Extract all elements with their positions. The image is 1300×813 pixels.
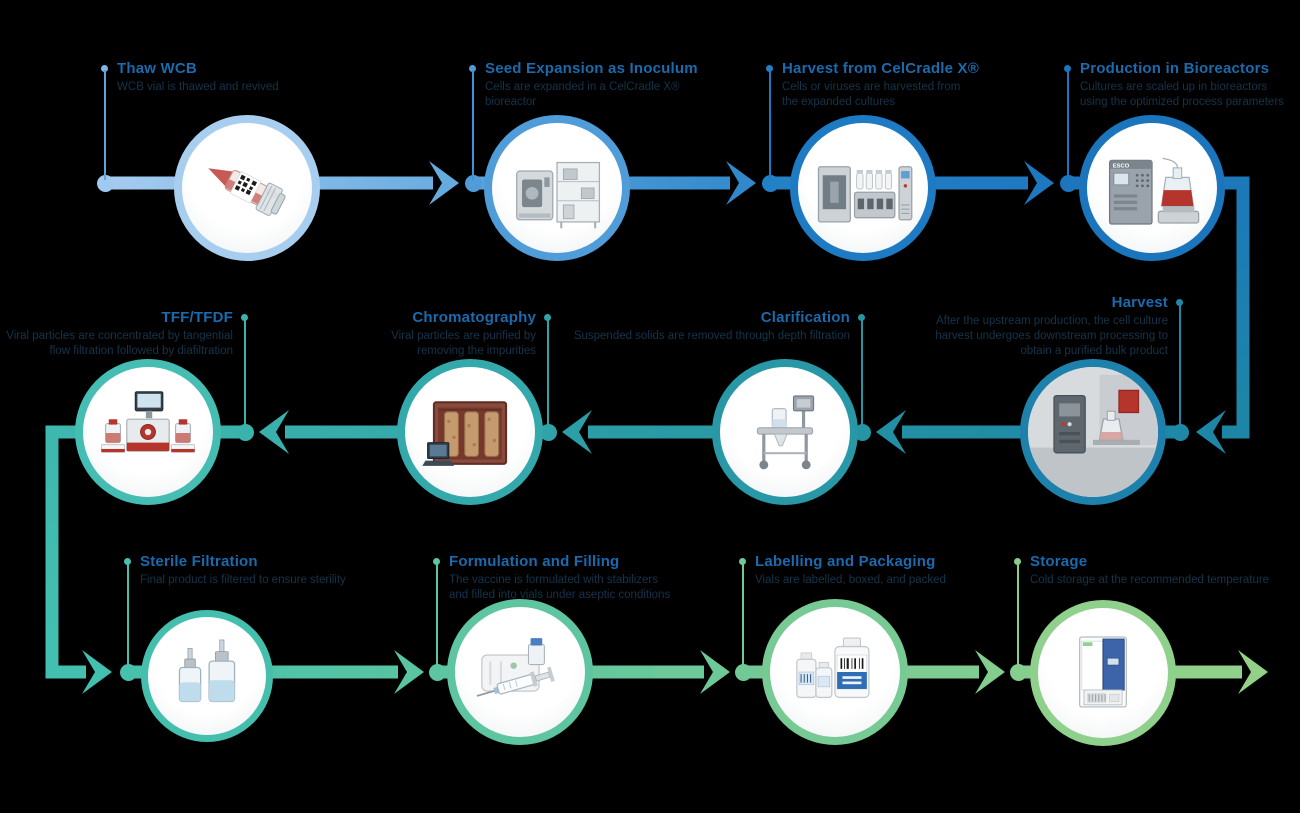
flow-node-dot xyxy=(429,664,446,681)
flow-node-dot xyxy=(735,664,752,681)
title-connector-line xyxy=(769,70,771,180)
title-connector-dot xyxy=(1176,299,1183,306)
step-desc: After the upstream production, the cell … xyxy=(935,315,1168,357)
step-title: Harvest from CelCradle X® xyxy=(782,60,979,77)
title-connector-dot xyxy=(1064,65,1071,72)
step-title: TFF/TFDF xyxy=(161,309,233,326)
title-connector-dot xyxy=(101,65,108,72)
title-connector-line xyxy=(436,563,438,669)
flow-node-dot xyxy=(1172,424,1189,441)
step-desc: Cold storage at the recommended temperat… xyxy=(1030,574,1270,586)
step-circle-labelling-packaging xyxy=(762,599,908,745)
step-label-production-bioreactors: Production in Bioreactors Cultures are s… xyxy=(1080,61,1284,110)
title-connector-dot xyxy=(858,314,865,321)
step-label-formulation-filling: Formulation and Filling The vaccine is f… xyxy=(449,554,670,603)
step-circle-tff-tfdf xyxy=(75,359,221,505)
title-connector-dot xyxy=(1014,558,1021,565)
step-title: Sterile Filtration xyxy=(140,553,258,570)
clarification-cart-illustration xyxy=(756,395,815,470)
step-title: Clarification xyxy=(760,309,850,326)
title-connector-line xyxy=(472,70,474,180)
step-circle-sterile-filtration xyxy=(141,610,273,742)
step-circle-formulation-filling xyxy=(447,599,593,745)
step-circle-harvest-celcradle xyxy=(790,115,936,261)
filling-kit-illustration xyxy=(476,638,555,697)
step-desc: Suspended solids are removed through dep… xyxy=(573,330,850,342)
flow-node-dot xyxy=(97,175,114,192)
step-desc: Vials are labelled, boxed, and packed xyxy=(755,574,946,586)
title-connector-line xyxy=(104,70,106,180)
title-connector-line xyxy=(1179,304,1181,428)
step-title: Storage xyxy=(1030,553,1088,570)
title-connector-line xyxy=(742,563,744,669)
lab-freezer-illustration xyxy=(1079,636,1127,708)
flow-node-dot xyxy=(1060,175,1077,192)
step-title: Thaw WCB xyxy=(117,60,197,77)
title-connector-dot xyxy=(241,314,248,321)
step-label-chromatography: Chromatography Viral particles are purif… xyxy=(391,310,536,359)
step-label-labelling-packaging: Labelling and Packaging Vials are labell… xyxy=(755,554,946,588)
step-circle-chromatography xyxy=(397,359,543,505)
step-circle-clarification xyxy=(712,359,858,505)
step-circle-storage xyxy=(1030,600,1176,746)
harvest-room-illustration xyxy=(1028,367,1158,497)
step-desc: Viral particles are concentrated by tang… xyxy=(6,330,233,357)
step-desc: Cultures are scaled up in bioreactors us… xyxy=(1080,81,1284,108)
flow-node-dot xyxy=(120,664,137,681)
step-circle-seed-expansion xyxy=(484,115,630,261)
title-connector-dot xyxy=(433,558,440,565)
title-connector-dot xyxy=(766,65,773,72)
labelled-bottles-illustration xyxy=(796,637,870,699)
tff-system-illustration xyxy=(100,391,196,453)
step-title: Formulation and Filling xyxy=(449,553,620,570)
step-title: Seed Expansion as Inoculum xyxy=(485,60,698,77)
step-title: Chromatography xyxy=(412,309,536,326)
title-connector-dot xyxy=(544,314,551,321)
step-title: Labelling and Packaging xyxy=(755,553,936,570)
title-connector-dot xyxy=(739,558,746,565)
step-label-clarification: Clarification Suspended solids are remov… xyxy=(574,310,850,344)
step-circle-harvest xyxy=(1020,359,1166,505)
step-title: Production in Bioreactors xyxy=(1080,60,1270,77)
title-connector-line xyxy=(861,319,863,428)
step-desc: Viral particles are purified by removing… xyxy=(391,330,536,357)
step-label-sterile-filtration: Sterile Filtration Final product is filt… xyxy=(140,554,346,588)
step-desc: Cells or viruses are harvested from the … xyxy=(782,81,961,108)
step-desc: Final product is filtered to ensure ster… xyxy=(140,574,346,586)
flow-node-dot xyxy=(465,175,482,192)
cryovial-illustration xyxy=(208,168,286,216)
step-desc: WCB vial is thawed and revived xyxy=(117,81,279,93)
flow-node-dot xyxy=(540,424,557,441)
flow-node-dot xyxy=(237,424,254,441)
bioreactor-illustration: ESCO xyxy=(1108,157,1200,225)
step-desc: The vaccine is formulated with stabilize… xyxy=(449,574,671,601)
title-connector-line xyxy=(244,319,246,428)
title-connector-line xyxy=(1017,563,1019,669)
bioreactor-brand-text: ESCO xyxy=(1113,163,1130,169)
step-label-seed-expansion: Seed Expansion as Inoculum Cells are exp… xyxy=(485,61,698,110)
title-connector-line xyxy=(547,319,549,428)
celcradle-x-system-illustration xyxy=(817,166,913,223)
step-circle-production-bioreactors: ESCO xyxy=(1079,115,1225,261)
flow-node-dot xyxy=(854,424,871,441)
title-connector-dot xyxy=(124,558,131,565)
title-connector-dot xyxy=(469,65,476,72)
biosafety-cabinet-illustration xyxy=(516,161,601,229)
step-label-harvest: Harvest After the upstream production, t… xyxy=(935,295,1168,359)
step-label-harvest-celcradle: Harvest from CelCradle X® Cells or virus… xyxy=(782,61,979,110)
filtered-vials-illustration xyxy=(178,639,236,703)
step-title: Harvest xyxy=(1111,294,1168,311)
flow-node-dot xyxy=(1010,664,1027,681)
step-circle-thaw-wcb xyxy=(174,115,320,261)
flow-node-dot xyxy=(762,175,779,192)
step-label-thaw-wcb: Thaw WCB WCB vial is thawed and revived xyxy=(117,61,279,95)
step-label-storage: Storage Cold storage at the recommended … xyxy=(1030,554,1269,588)
title-connector-line xyxy=(1067,70,1069,180)
title-connector-line xyxy=(127,563,129,669)
chromatography-skid-illustration xyxy=(422,401,508,466)
step-label-tff-tfdf: TFF/TFDF Viral particles are concentrate… xyxy=(6,310,233,359)
step-desc: Cells are expanded in a CelCradle X® bio… xyxy=(485,81,680,108)
